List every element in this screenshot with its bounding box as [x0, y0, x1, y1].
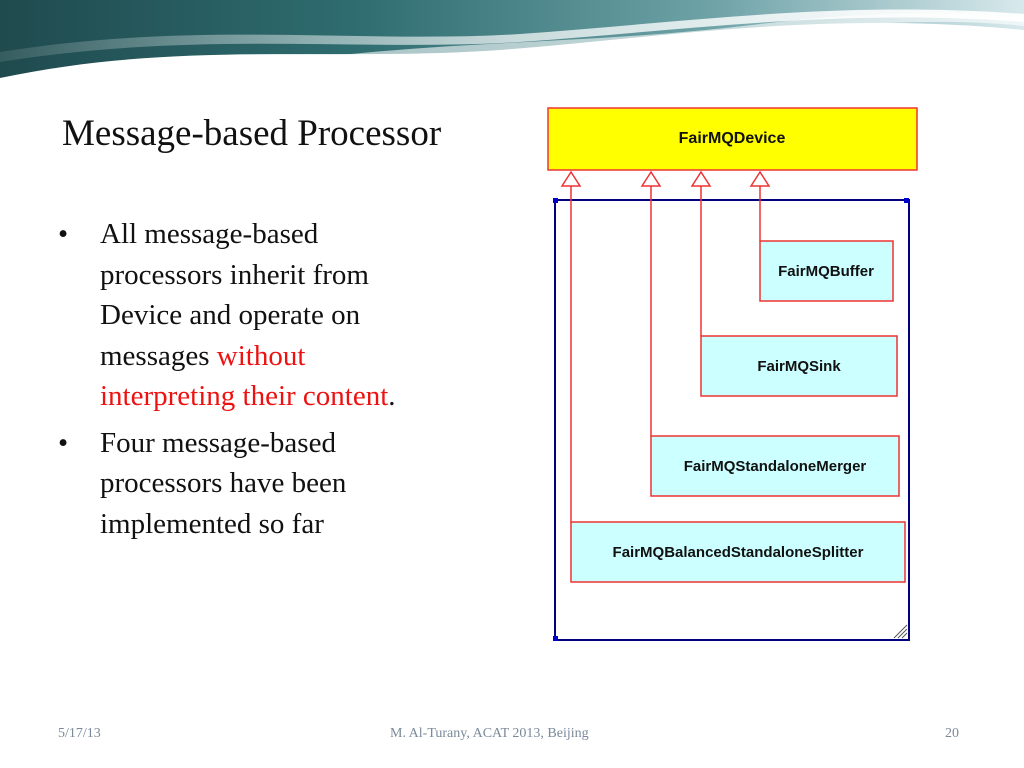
- footer-date: 5/17/13: [58, 726, 101, 741]
- child-class-label: FairMQStandaloneMerger: [684, 458, 867, 475]
- child-class-label: FairMQBalancedStandaloneSplitter: [613, 544, 864, 561]
- frame-handle: [904, 198, 909, 203]
- bullet-list: • All message-based processors inherit f…: [58, 214, 438, 550]
- child-class-box: [570, 521, 906, 583]
- bullet-item: • All message-based processors inherit f…: [58, 214, 438, 417]
- bullet-highlight: without interpreting their content: [100, 339, 389, 413]
- child-class-label: FairMQBuffer: [778, 263, 874, 280]
- page-number: 20: [945, 726, 959, 741]
- bullet-icon: •: [58, 426, 69, 459]
- bullet-text: Four message-based processors have been …: [100, 426, 347, 540]
- footer-author: M. Al-Turany, ACAT 2013, Beijing: [390, 726, 589, 741]
- frame-handle: [553, 198, 558, 203]
- header-banner: [0, 0, 1024, 80]
- parent-class-label: FairMQDevice: [679, 130, 786, 147]
- class-diagram: FairMQDevice FairMQBuffer FairMQSink Fai…: [547, 107, 918, 641]
- slide-title: Message-based Processor: [62, 113, 442, 154]
- child-class-box: [650, 435, 900, 497]
- child-class-box: [700, 335, 898, 397]
- child-class-label: FairMQSink: [757, 358, 841, 375]
- inheritance-arrow-icon: [560, 170, 771, 187]
- bullet-text-end: .: [388, 380, 396, 412]
- bullet-icon: •: [58, 218, 69, 250]
- bullet-item: • Four message-based processors have bee…: [58, 423, 438, 545]
- child-class-box: [759, 240, 894, 302]
- bullet-text: All message-based processors inherit fro…: [100, 218, 369, 372]
- resize-grip-icon: [893, 624, 908, 639]
- inheritance-connectors: [570, 186, 761, 522]
- parent-class-box: [547, 107, 918, 171]
- frame-handle: [553, 636, 558, 641]
